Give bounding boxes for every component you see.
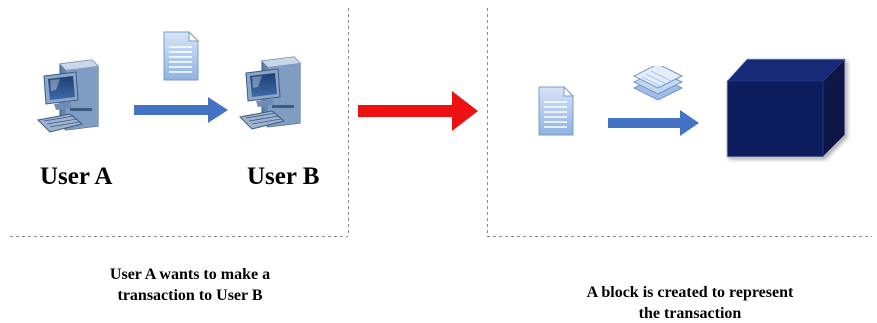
arrow-right-icon-transfer <box>134 97 228 123</box>
left-caption-line-1: User A wants to make a <box>109 266 271 283</box>
right-caption-line-1: A block is created to represent <box>586 284 794 301</box>
block-cube-icon <box>726 58 846 158</box>
right-panel-caption: A block is created to represent the tran… <box>520 282 860 323</box>
right-caption-line-2: the transaction <box>638 305 742 322</box>
computer-icon-user-b <box>238 56 301 130</box>
user-a-label: User A <box>40 163 113 190</box>
stacked-documents-icon <box>632 66 684 101</box>
arrow-right-icon-create-block <box>608 110 699 136</box>
document-icon <box>163 31 199 81</box>
user-b-label: User B <box>247 163 320 190</box>
arrow-right-icon-result <box>358 91 478 131</box>
computer-icon-user-a <box>36 59 99 133</box>
left-caption-line-2: transaction to User B <box>117 287 263 304</box>
left-panel-caption: User A wants to make a transaction to Us… <box>40 264 340 306</box>
document-icon-transaction <box>538 86 574 136</box>
